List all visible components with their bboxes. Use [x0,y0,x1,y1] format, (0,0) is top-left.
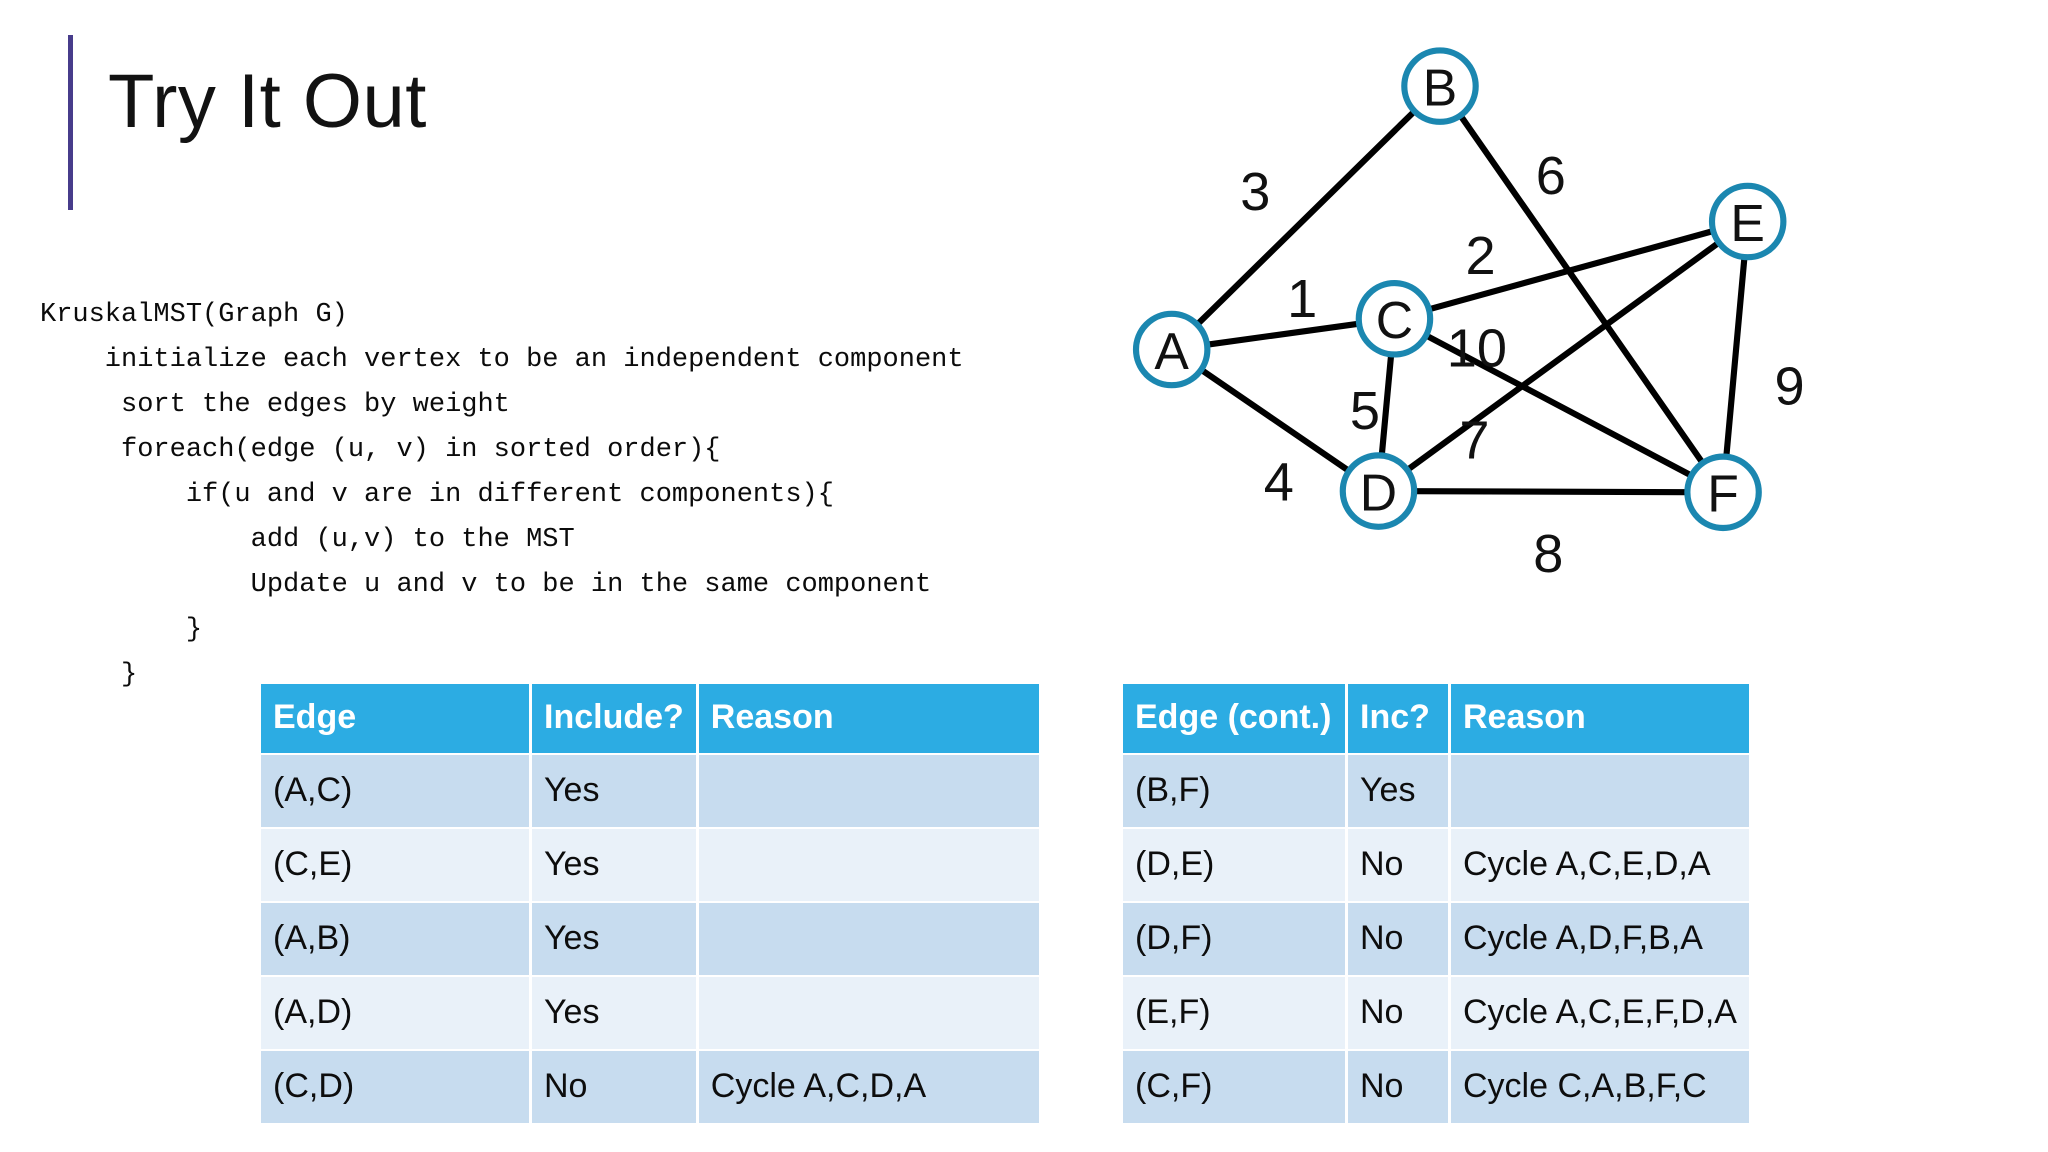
table-header-row: Edge (cont.) Inc? Reason [1123,684,1749,753]
edge-weight-a-c: 1 [1287,269,1317,329]
left-cell-include: No [532,1051,696,1123]
left-cell-reason [698,829,1039,901]
graph-edge-e-f [1723,254,1748,460]
left-cell-include: Yes [532,977,696,1049]
left-cell-edge: (A,B) [261,903,529,975]
graph-node-label-d: D [1360,463,1397,521]
right-cell-reason: Cycle A,C,E,D,A [1451,829,1749,901]
left-cell-reason [698,977,1039,1049]
right-cell-reason: Cycle C,A,B,F,C [1451,1051,1749,1123]
title-accent-bar [68,35,73,210]
column-header-edge: Edge [261,684,529,753]
left-cell-edge: (C,E) [261,829,529,901]
graph-svg: 31 4 62 5 10 78 9 A B C D E F [1132,47,1805,584]
graph-edge-a-c [1203,320,1363,348]
right-cell-edge: (D,E) [1123,829,1345,901]
right-cell-edge: (B,F) [1123,755,1345,827]
graph-edge-d-e [1404,239,1722,474]
right-cell-reason: Cycle A,D,F,B,A [1451,903,1749,975]
graph-edge-c-e [1425,227,1717,313]
pseudocode-block: KruskalMST(Graph G) initialize each vert… [40,300,964,690]
right-cell-include: No [1348,977,1448,1049]
graph-node-a [1132,310,1211,389]
graph-node-d [1339,452,1418,530]
graph-node-b [1401,47,1479,125]
graph-edge-c-d [1378,351,1395,459]
kruskal-table-right: Edge (cont.) Inc? Reason (B,F)Yes(D,E)No… [1120,682,1752,1125]
graph-node-e [1708,182,1787,261]
graph-node-label-b: B [1423,58,1457,116]
graph-edge-b-f [1457,112,1706,467]
left-cell-include: Yes [532,903,696,975]
table-row: (B,F)Yes [1123,755,1749,827]
edge-weight-c-f: 10 [1447,318,1507,378]
left-cell-edge: (A,C) [261,755,529,827]
right-cell-edge: (E,F) [1123,977,1345,1049]
column-header-edge-cont: Edge (cont.) [1123,684,1345,753]
table-row: (A,D)Yes [261,977,1039,1049]
right-cell-reason [1451,755,1749,827]
right-cell-edge: (C,F) [1123,1051,1345,1123]
right-cell-include: Yes [1348,755,1448,827]
table-header-row: Edge Include? Reason [261,684,1039,753]
graph-node-label-f: F [1707,465,1739,523]
graph-node-c [1355,280,1434,358]
page-title: Try It Out [108,59,427,144]
edge-weight-a-b: 3 [1240,162,1270,222]
kruskal-table-left: Edge Include? Reason (A,C)Yes(C,E)Yes(A,… [258,682,1042,1125]
table-row: (A,C)Yes [261,755,1039,827]
edge-weight-d-f: 8 [1533,524,1563,584]
edge-weight-e-f: 9 [1774,356,1804,416]
column-header-include: Include? [532,684,696,753]
table-row: (A,B)Yes [261,903,1039,975]
left-cell-reason [698,903,1039,975]
graph-edge-a-d [1198,366,1353,474]
left-cell-edge: (C,D) [261,1051,529,1123]
left-cell-reason: Cycle A,C,D,A [698,1051,1039,1123]
edge-weight-c-d: 5 [1350,381,1380,441]
graph-node-label-c: C [1376,291,1413,349]
right-cell-include: No [1348,829,1448,901]
edge-weight-a-d: 4 [1264,452,1294,512]
right-cell-edge: (D,F) [1123,903,1345,975]
graph-edge-c-f [1422,332,1695,479]
graph-edge-group [1194,108,1748,496]
right-cell-include: No [1348,903,1448,975]
edge-weight-c-e: 2 [1466,226,1496,286]
graph-node-group: A B C D E F [1132,47,1787,532]
graph-weight-group: 31 4 62 5 10 78 9 [1240,146,1804,584]
edge-weight-d-e: 7 [1459,411,1489,471]
left-cell-reason [698,755,1039,827]
left-cell-include: Yes [532,755,696,827]
edge-weight-b-f: 6 [1536,146,1566,206]
graph-node-f [1684,453,1762,532]
right-cell-reason: Cycle A,C,E,F,D,A [1451,977,1749,1049]
left-cell-edge: (A,D) [261,977,529,1049]
graph-node-label-e: E [1730,194,1764,252]
column-header-reason: Reason [698,684,1039,753]
left-cell-include: Yes [532,829,696,901]
column-header-inc: Inc? [1348,684,1448,753]
table-row: (C,E)Yes [261,829,1039,901]
column-header-reason: Reason [1451,684,1749,753]
right-cell-include: No [1348,1051,1448,1123]
graph-edge-a-b [1194,108,1418,328]
graph-edge-d-f [1411,488,1691,496]
graph-node-label-a: A [1154,322,1189,380]
